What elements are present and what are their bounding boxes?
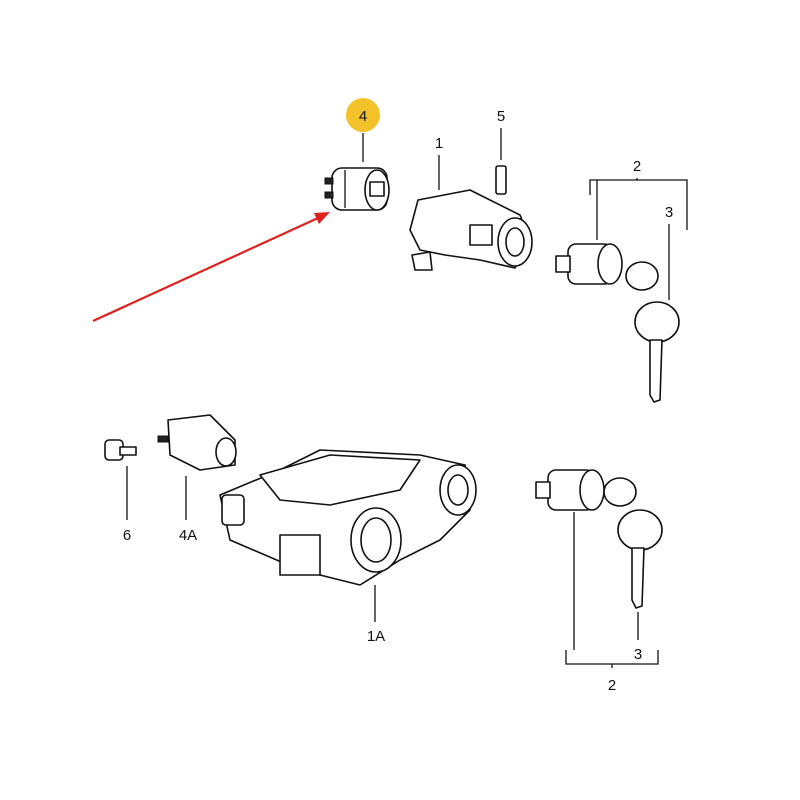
label-part-1a: 1A xyxy=(367,628,385,645)
part-4-ignition-switch[interactable] xyxy=(324,167,390,211)
part-2-lock-cylinder-bottom[interactable] xyxy=(535,469,605,511)
label-part-2-bottom: 2 xyxy=(608,677,616,694)
label-part-3-top: 3 xyxy=(665,204,673,221)
part-3-keys-top[interactable] xyxy=(625,261,680,403)
label-part-6: 6 xyxy=(123,527,131,544)
pointer-arrow xyxy=(92,212,330,323)
part-6-screw[interactable] xyxy=(104,439,137,461)
part-4a-ignition-switch[interactable] xyxy=(157,414,237,471)
part-1a-column-housing[interactable] xyxy=(219,449,477,586)
label-part-2-top: 2 xyxy=(633,158,641,175)
label-part-4a: 4A xyxy=(179,527,197,544)
part-3-keys-bottom[interactable] xyxy=(603,477,663,609)
highlight-badge xyxy=(346,98,380,132)
part-5-pin[interactable] xyxy=(495,165,507,195)
label-part-1: 1 xyxy=(435,135,443,152)
part-1-lock-housing[interactable] xyxy=(409,189,533,271)
label-part-4: 4 xyxy=(359,108,367,125)
label-part-3-bottom: 3 xyxy=(634,646,642,663)
part-2-lock-cylinder-top[interactable] xyxy=(555,243,623,285)
label-part-5: 5 xyxy=(497,108,505,125)
